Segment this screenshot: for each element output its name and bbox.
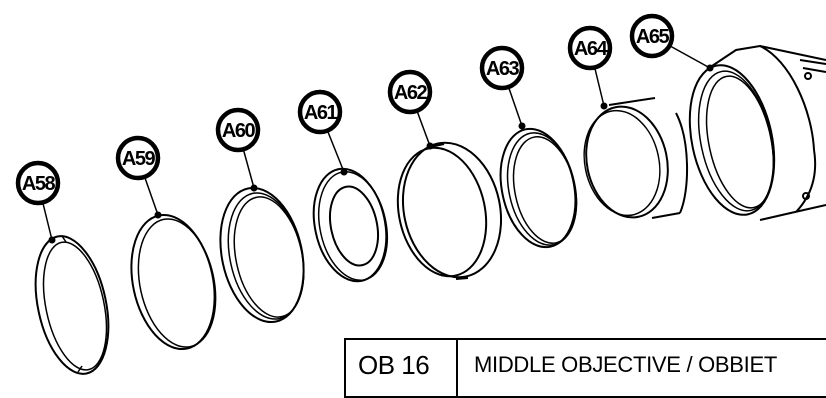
- leader-dots: [48, 64, 714, 244]
- callout-circle-a65: [629, 13, 675, 59]
- callout-label-a62: A62: [394, 82, 428, 104]
- callout-circle-a58: [15, 160, 61, 206]
- title-block-code: OB 16: [346, 340, 458, 396]
- title-block-description: MIDDLE OBJECTIVE / OBBIET: [474, 352, 778, 377]
- part-a65-housing: [688, 44, 826, 221]
- callout-circle-a59: [115, 135, 161, 181]
- callout-label-a59: A59: [122, 148, 156, 170]
- callout-label-a60: A60: [222, 120, 256, 142]
- part-a61-washer: [312, 167, 388, 283]
- title-block: OB 16 MIDDLE OBJECTIVE / OBBIET: [344, 338, 826, 398]
- callout-circle-a62: [387, 69, 433, 115]
- part-a64-cylinder: [583, 97, 689, 219]
- callout-label-a63: A63: [486, 58, 520, 80]
- callout-circle-a64: [567, 25, 613, 71]
- part-a58-ring: [34, 235, 110, 375]
- callout-label-a65: A65: [636, 26, 670, 48]
- callout-circle-a61: [297, 89, 343, 135]
- callout-circle-a63: [479, 45, 525, 91]
- callout-label-a61: A61: [304, 102, 338, 124]
- callout-circle-a60: [215, 107, 261, 153]
- callout-label-a64: A64: [574, 38, 609, 60]
- part-a59-disc: [130, 213, 217, 351]
- part-a62-lens: [396, 141, 503, 280]
- part-a63-ring: [499, 127, 578, 249]
- part-a60-ring: [219, 186, 305, 324]
- exploded-parts-diagram: A58 A59 A60 A61 A62 A63 A64 A65: [15, 13, 826, 375]
- callout-label-a58: A58: [22, 173, 56, 195]
